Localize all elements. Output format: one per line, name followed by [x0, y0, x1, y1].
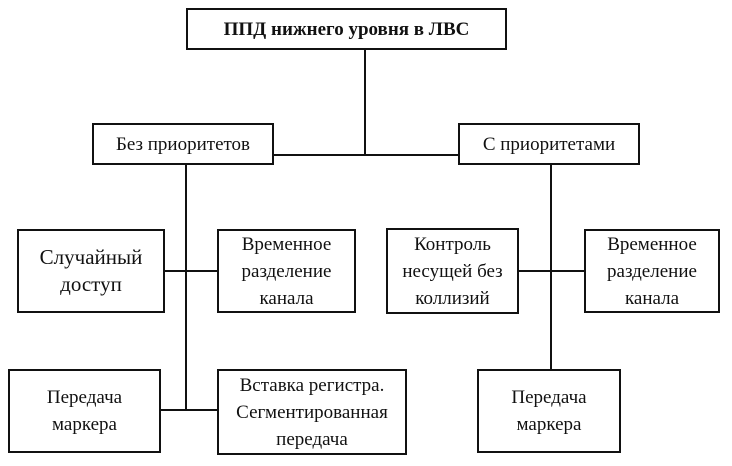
right-branch-node: С приоритетами — [458, 123, 640, 165]
node-label: Временное разделение канала — [241, 233, 332, 309]
right-child-token-passing: Передача маркера — [477, 369, 621, 453]
node-label: Вставка регистра. Сегментированная перед… — [236, 374, 388, 450]
right-branch-label: С приоритетами — [482, 133, 616, 155]
left-child-token-passing: Передача маркера — [8, 369, 161, 453]
root-node-label: ППД нижнего уровня в ЛВС — [223, 18, 470, 40]
node-label: Временное разделение канала — [607, 233, 697, 309]
left-child-random-access: Случайный доступ — [17, 229, 165, 313]
right-child-carrier-sense: Контроль несущей без коллизий — [386, 228, 519, 314]
node-label: Случайный доступ — [39, 245, 143, 296]
right-child-time-division: Временное разделение канала — [584, 229, 720, 313]
left-child-time-division: Временное разделение канала — [217, 229, 356, 313]
left-child-register-insertion: Вставка регистра. Сегментированная перед… — [217, 369, 407, 455]
left-branch-label: Без приоритетов — [115, 133, 251, 155]
node-label: Контроль несущей без коллизий — [402, 233, 503, 309]
left-branch-node: Без приоритетов — [92, 123, 274, 165]
root-node: ППД нижнего уровня в ЛВС — [186, 8, 507, 50]
node-label: Передача маркера — [511, 387, 587, 435]
node-label: Передача маркера — [46, 387, 123, 435]
